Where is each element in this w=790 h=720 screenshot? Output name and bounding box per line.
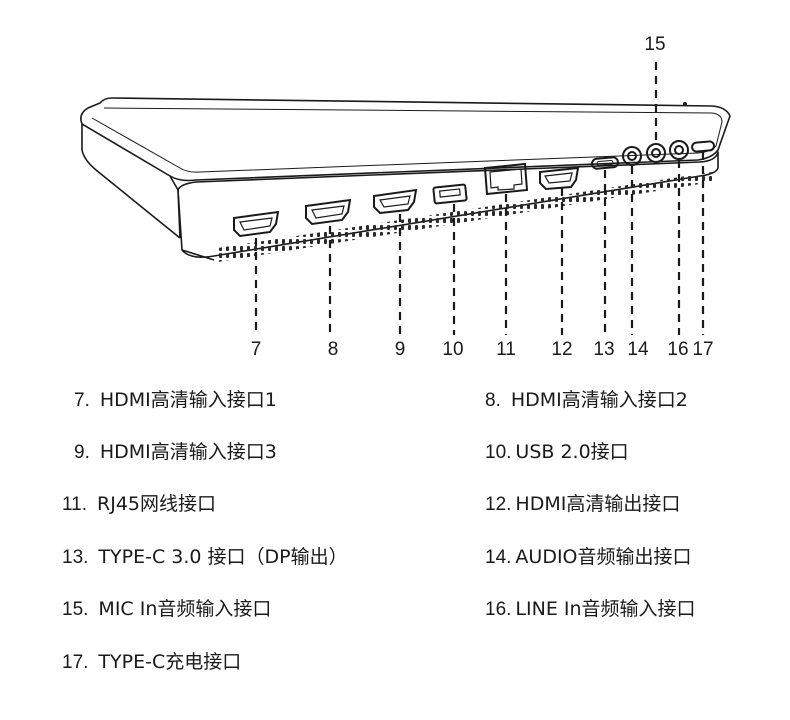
audio-port-15 — [646, 143, 666, 163]
hdmi-port-8 — [305, 198, 352, 226]
device-body — [80, 97, 731, 261]
legend-number: 13. — [62, 547, 89, 568]
callout-12: 12 — [551, 339, 572, 360]
legend-text: HDMI高清输入接口3 — [99, 441, 277, 463]
legend-text: HDMI高清输出接口 — [515, 493, 681, 515]
hdmi-port-7 — [233, 210, 280, 238]
legend-item-8: 8. HDMI高清输入接口2 — [485, 388, 688, 413]
legend-number: 9. — [74, 442, 90, 463]
legend-number: 7. — [74, 390, 90, 411]
callout-10: 10 — [442, 339, 463, 360]
legend-text: RJ45网线接口 — [97, 493, 216, 515]
callout-labels: 7 8 9 10 11 12 13 14 15 16 17 — [251, 34, 714, 360]
legend-item-17: 17. TYPE-C充电接口 — [62, 650, 241, 675]
typec-port-13 — [591, 156, 619, 170]
hdmi-port-12 — [539, 166, 580, 191]
callout-14: 14 — [627, 339, 649, 360]
legend-text: USB 2.0接口 — [515, 441, 629, 463]
legend-item-7: 7. HDMI高清输入接口1 — [74, 388, 277, 413]
callout-11: 11 — [496, 339, 516, 360]
legend-item-16: 16.LINE In音频输入接口 — [485, 597, 696, 622]
audio-port-16 — [669, 140, 689, 160]
legend-number: 16. — [485, 599, 512, 620]
callout-17: 17 — [692, 339, 713, 360]
leader-lines — [254, 62, 705, 335]
ports — [233, 140, 716, 238]
usb-port-10 — [432, 183, 468, 205]
hdmi-port-9 — [373, 188, 418, 215]
legend-number: 8. — [485, 390, 501, 411]
rj45-port-11 — [483, 162, 529, 196]
legend-text: TYPE-C 3.0 接口（DP输出） — [98, 546, 348, 568]
legend-item-12: 12.HDMI高清输出接口 — [485, 492, 680, 517]
legend-item-14: 14.AUDIO音频输出接口 — [485, 545, 692, 570]
legend-text: AUDIO音频输出接口 — [515, 546, 692, 568]
vent-strip — [218, 172, 712, 262]
legend-item-15: 15. MIC In音频输入接口 — [62, 597, 271, 622]
legend-number: 11. — [62, 494, 88, 515]
callout-13: 13 — [593, 339, 614, 360]
legend-number: 10. — [485, 442, 512, 463]
callout-15: 15 — [644, 34, 665, 55]
callout-8: 8 — [328, 339, 339, 360]
legend-text: MIC In音频输入接口 — [98, 598, 272, 620]
device-illustration: 7 8 9 10 11 12 13 14 15 16 17 — [80, 34, 731, 360]
legend-number: 15. — [62, 599, 89, 620]
power-led — [683, 102, 687, 106]
callout-9: 9 — [395, 339, 406, 360]
legend-text: HDMI高清输入接口2 — [510, 389, 688, 411]
legend-number: 14. — [485, 547, 512, 568]
legend-text: LINE In音频输入接口 — [515, 598, 696, 620]
legend-item-13: 13. TYPE-C 3.0 接口（DP输出） — [62, 545, 348, 570]
legend-text: TYPE-C充电接口 — [98, 651, 242, 673]
legend-number: 17. — [62, 652, 89, 673]
legend-text: HDMI高清输入接口1 — [99, 389, 277, 411]
typec-port-17 — [691, 140, 716, 153]
legend-number: 12. — [485, 494, 512, 515]
callout-16: 16 — [667, 339, 688, 360]
callout-7: 7 — [251, 339, 262, 360]
legend-item-10: 10.USB 2.0接口 — [485, 440, 629, 465]
audio-port-14 — [622, 146, 642, 166]
legend-item-11: 11. RJ45网线接口 — [62, 492, 216, 517]
legend-item-9: 9. HDMI高清输入接口3 — [74, 440, 277, 465]
